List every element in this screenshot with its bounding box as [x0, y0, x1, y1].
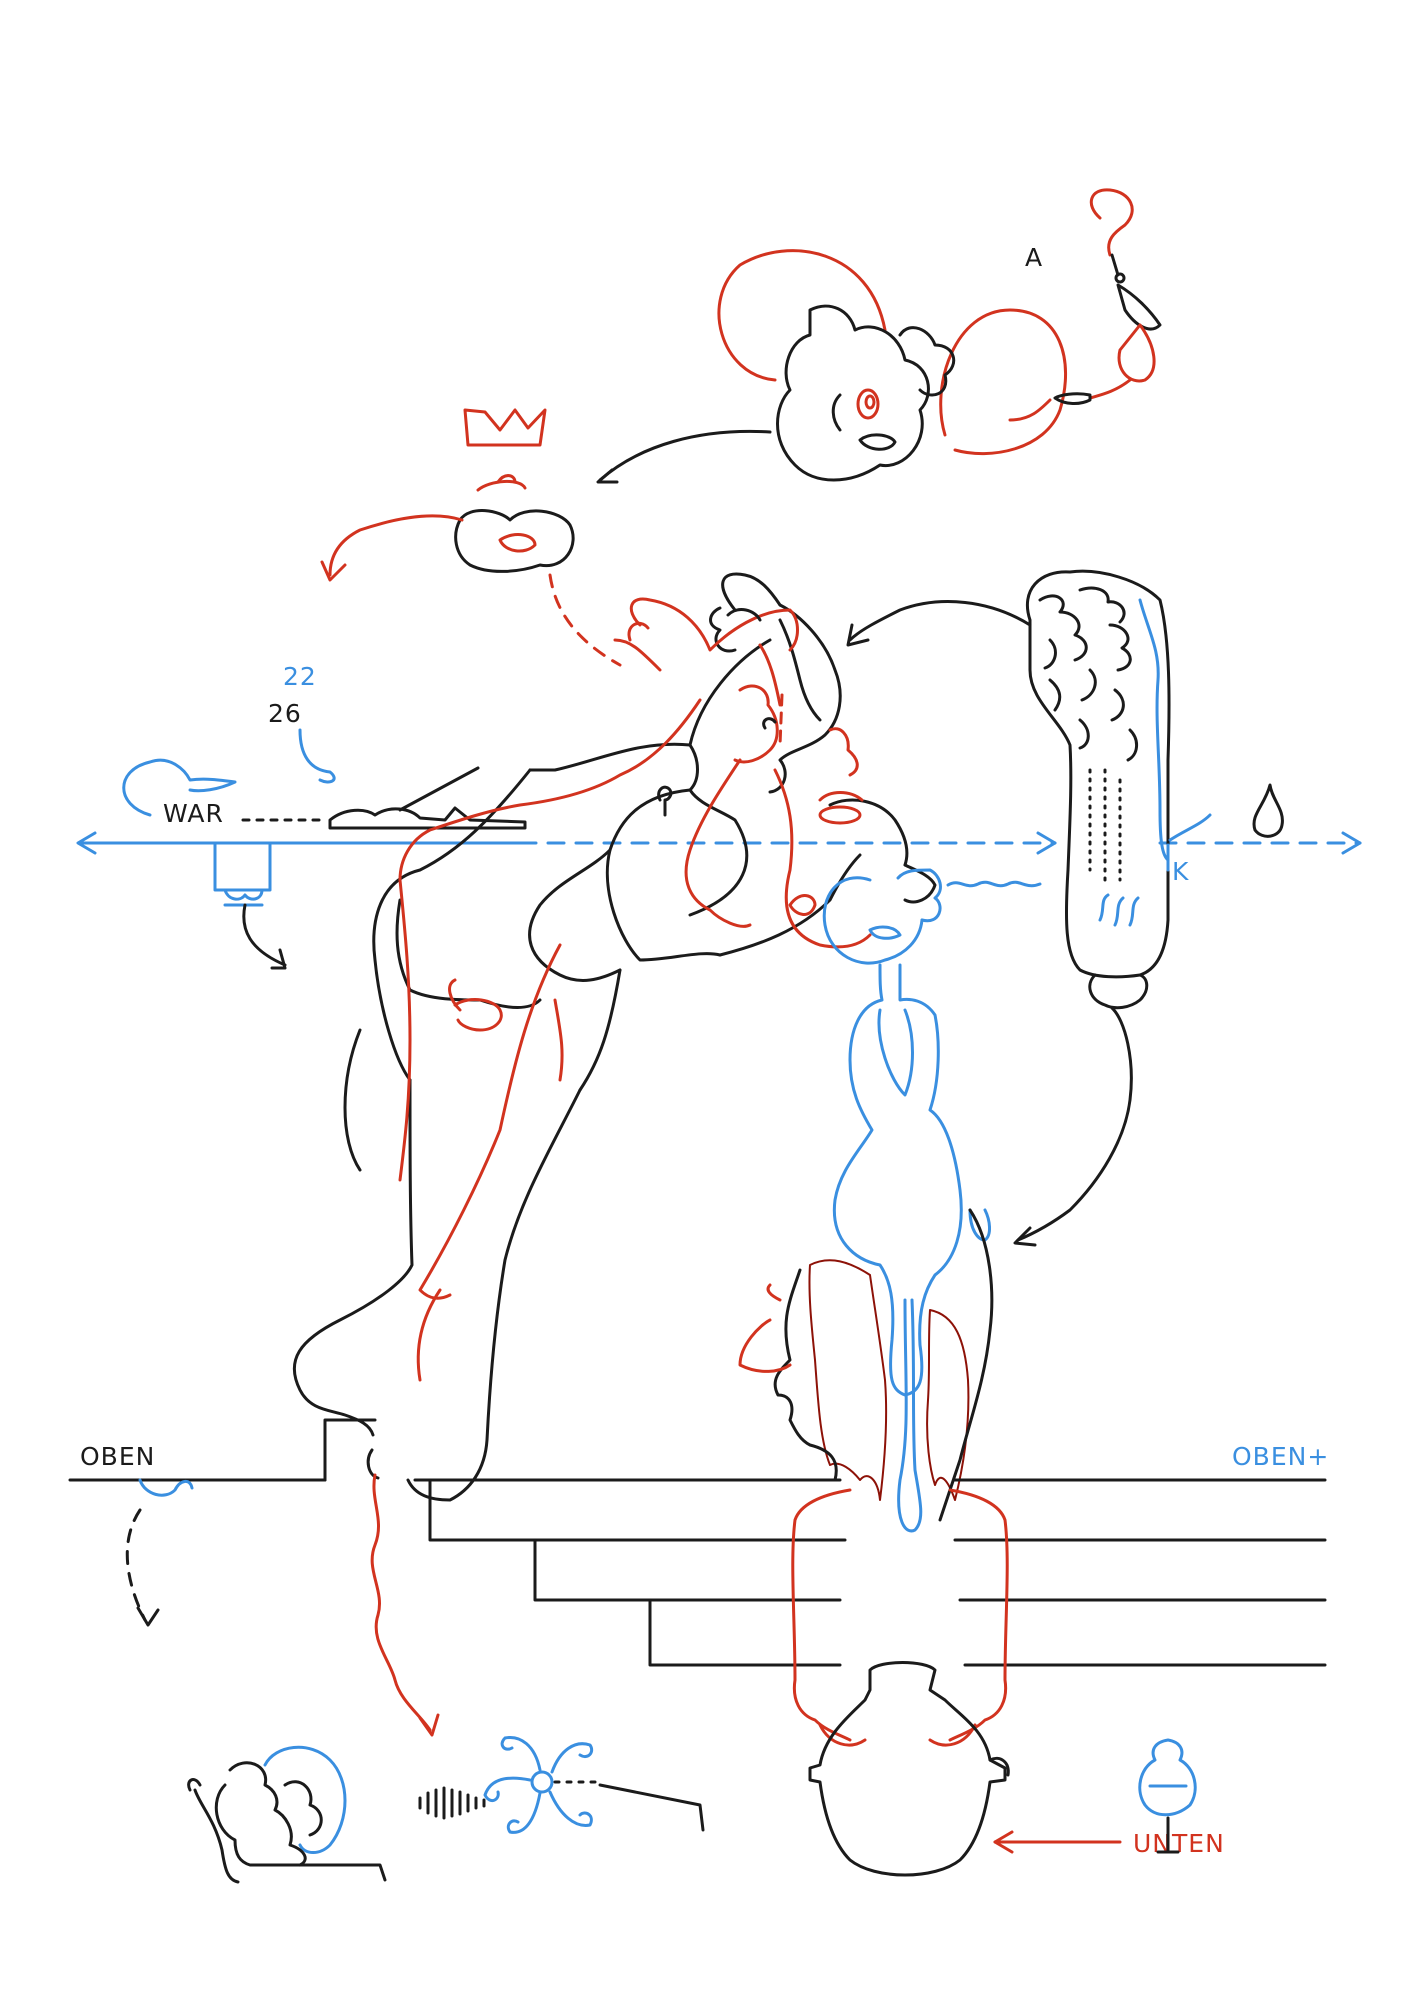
- red-squiggle-descending: [366, 1448, 440, 1737]
- oben-left-arrow: [125, 1478, 194, 1627]
- inverted-vase-head: [808, 1661, 1010, 1877]
- blue-horizon-line: [76, 831, 1362, 855]
- leaning-figure-black: [292, 572, 937, 1502]
- inverted-body-red: [791, 1488, 1009, 1747]
- blue-hanging-figure: [822, 868, 1042, 1533]
- red-tassel-chain: [1008, 188, 1162, 422]
- small-blue-pot: [1138, 1738, 1197, 1854]
- zigzag-spring: [418, 1786, 486, 1820]
- drop-right: [1252, 783, 1284, 838]
- label-oben-right: OBEN+: [1232, 1442, 1329, 1471]
- blue-wave-left: [122, 758, 237, 817]
- inverted-head-red-hair: [738, 1208, 994, 1522]
- label-number-22: 22: [283, 662, 317, 691]
- crown-and-pill: [320, 408, 622, 667]
- blue-hook-26: [298, 728, 336, 784]
- label-k: K: [1172, 857, 1189, 886]
- label-letter-a: A: [1025, 243, 1043, 272]
- black-sled: [328, 766, 527, 830]
- label-war: WAR: [163, 799, 224, 828]
- top-head-cluster: [596, 249, 1068, 484]
- staircase-lines: [68, 1418, 1327, 1667]
- blue-bracket-left: [213, 841, 287, 970]
- label-number-26: 26: [268, 699, 302, 728]
- blue-flower: [483, 1735, 705, 1834]
- k-marker: K: [1166, 813, 1212, 886]
- unten-marker: [993, 1830, 1122, 1854]
- bottom-left-figure: [187, 1745, 387, 1884]
- label-oben-left: OBEN: [80, 1442, 155, 1471]
- leaning-figure-red: [398, 597, 872, 1382]
- hairy-pillar: [846, 569, 1171, 1247]
- label-unten: UNTEN: [1133, 1829, 1225, 1858]
- figure-details: [657, 608, 777, 817]
